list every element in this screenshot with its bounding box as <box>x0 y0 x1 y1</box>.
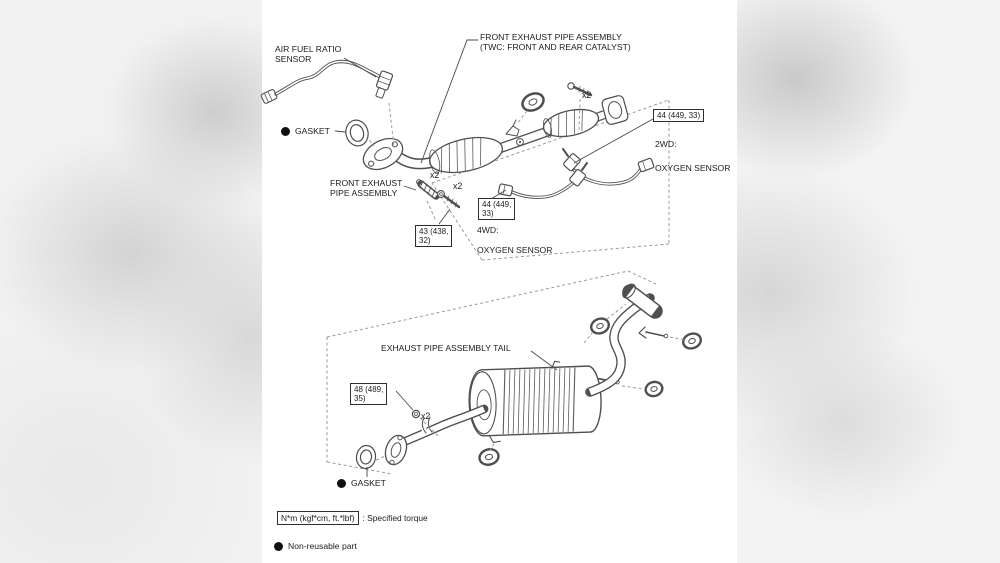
legend-torque-units-box: N*m (kgf*cm, ft.*lbf) <box>277 511 359 525</box>
spring-bolt-drawing <box>416 179 461 222</box>
gasket-front-label: GASKET <box>295 126 330 136</box>
leader-lines-upper <box>334 39 654 225</box>
tail-pipe-drawing <box>585 283 669 397</box>
diagram-page <box>262 0 737 563</box>
air-fuel-ratio-sensor-label: AIR FUEL RATIO SENSOR <box>275 44 341 64</box>
qty-nut-label: x2 <box>421 411 431 421</box>
muffler-drawing <box>468 360 620 444</box>
air-fuel-ratio-sensor-drawing <box>260 59 395 148</box>
torque-oxygen-2wd-box: 44 (449, 33) <box>653 109 705 122</box>
torque-oxygen-4wd-line2: 33) <box>482 209 494 218</box>
oxygen-sensor-4wd-label: OXYGEN SENSOR <box>477 245 553 255</box>
oxygen-sensor-2wd-drawing <box>562 148 655 186</box>
qty-spring-label: x2 <box>430 170 440 180</box>
gasket-rear-drawing <box>355 444 377 470</box>
background-blur-left <box>0 0 262 563</box>
torque-bolt-line2: 32) <box>419 236 431 245</box>
gasket-front-bullet <box>281 127 290 136</box>
front-exhaust-pipe-assembly-label-line2: (TWC: FRONT AND REAR CATALYST) <box>480 42 631 52</box>
torque-oxygen-4wd-line1: 44 (449, <box>482 200 512 209</box>
inlet-pipe-drawing <box>355 404 489 470</box>
legend-torque: N*m (kgf*cm, ft.*lbf) : Specified torque <box>277 511 428 525</box>
variant-2wd-label: 2WD: <box>655 139 677 149</box>
nut-drawing <box>411 409 440 438</box>
front-exhaust-pipe-fasteners-label-line1: FRONT EXHAUST <box>330 178 403 188</box>
torque-flange-line1: 48 (489, <box>354 385 384 394</box>
exhaust-pipe-assembly-tail-label: EXHAUST PIPE ASSEMBLY TAIL <box>381 343 511 353</box>
hangers-lower-drawing <box>478 303 703 466</box>
air-fuel-ratio-sensor-label-line1: AIR FUEL RATIO <box>275 44 342 54</box>
front-pipe-assembly-drawing <box>362 95 629 174</box>
dashed-region-lower <box>326 270 657 475</box>
variant-4wd-label: 4WD: <box>477 225 499 235</box>
torque-oxygen-4wd-box: 44 (449, 33) <box>478 198 516 220</box>
leader-lines-lower <box>366 350 558 477</box>
background-blur-right <box>737 0 1000 563</box>
air-fuel-ratio-sensor-label-line2: SENSOR <box>275 54 312 64</box>
non-reusable-label: Non-reusable part <box>288 541 357 551</box>
torque-bolt-box: 43 (438, 32) <box>415 225 453 247</box>
hanger-top-drawing <box>516 92 545 125</box>
qty-bolt-label: x2 <box>453 181 463 191</box>
legend-torque-desc: : Specified torque <box>362 513 428 523</box>
gasket-rear-label: GASKET <box>351 478 386 488</box>
qty-bolt-top-label: x2 <box>582 90 592 100</box>
gasket-front-drawing <box>345 119 369 147</box>
non-reusable-bullet <box>274 542 283 551</box>
torque-bolt-line1: 43 (438, <box>419 227 449 236</box>
torque-flange-box: 48 (489, 35) <box>350 383 388 405</box>
front-exhaust-pipe-assembly-label: FRONT EXHAUST PIPE ASSEMBLY (TWC: FRONT … <box>480 32 631 52</box>
front-exhaust-pipe-fasteners-label-line2: PIPE ASSEMBLY <box>330 188 398 198</box>
torque-flange-line2: 35) <box>354 394 366 403</box>
oxygen-sensor-2wd-label: OXYGEN SENSOR <box>655 163 731 173</box>
bolt-top-drawing <box>567 82 593 132</box>
front-exhaust-pipe-fasteners-label: FRONT EXHAUST PIPE ASSEMBLY <box>330 178 402 198</box>
gasket-rear-bullet <box>337 479 346 488</box>
front-exhaust-pipe-assembly-label-line1: FRONT EXHAUST PIPE ASSEMBLY <box>480 32 622 42</box>
